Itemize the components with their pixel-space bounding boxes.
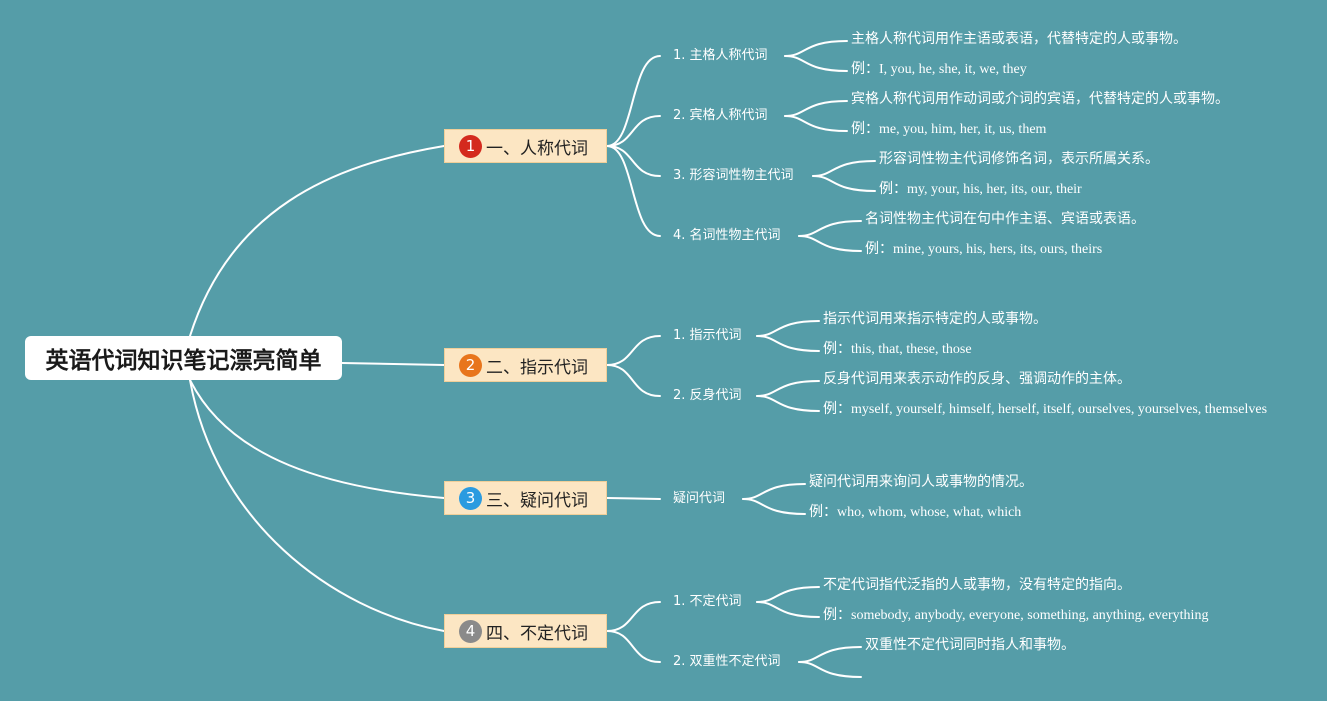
connector-sub-leaf-1: [798, 220, 862, 237]
connector-sub-leaf-1: [742, 483, 806, 500]
subtopic-node[interactable]: 2. 宾格人称代词: [673, 108, 768, 123]
connector-sub-leaf-2: [798, 235, 862, 252]
connector-cat1-sub1: [606, 55, 661, 147]
connector-sub-leaf-1: [756, 380, 820, 397]
connector-sub-leaf-2: [798, 661, 862, 678]
connector-sub-leaf-1: [812, 160, 876, 177]
connector-sub-leaf-2: [756, 601, 820, 618]
category-label: 一、人称代词: [486, 138, 588, 159]
subtopic-node[interactable]: 4. 名词性物主代词: [673, 228, 781, 243]
connector-cat2-sub1: [606, 335, 661, 366]
connector-sub-leaf-2: [742, 498, 806, 515]
leaf-example[interactable]: 例：mine, yours, his, hers, its, ours, the…: [865, 242, 1103, 257]
subtopic-node[interactable]: 1. 主格人称代词: [673, 48, 768, 63]
leaf-example[interactable]: 例：my, your, his, her, its, our, their: [879, 182, 1082, 197]
leaf-description[interactable]: 反身代词用来表示动作的反身、强调动作的主体。: [823, 372, 1131, 387]
category-number-badge: 1: [459, 134, 482, 158]
leaf-description[interactable]: 双重性不定代词同时指人和事物。: [865, 638, 1075, 653]
category-number-badge: 2: [459, 353, 482, 377]
connector-cat1-sub2: [606, 115, 661, 147]
subtopic-node[interactable]: 2. 反身代词: [673, 388, 742, 403]
connector-sub-leaf-1: [756, 320, 820, 337]
leaf-description[interactable]: 疑问代词用来询问人或事物的情况。: [809, 475, 1033, 490]
category-label: 三、疑问代词: [486, 490, 588, 511]
subtopic-node[interactable]: 3. 形容词性物主代词: [673, 168, 794, 183]
connector-sub-leaf-2: [784, 115, 848, 132]
subtopic-node[interactable]: 2. 双重性不定代词: [673, 654, 781, 669]
subtopic-node[interactable]: 1. 指示代词: [673, 328, 742, 343]
leaf-description[interactable]: 指示代词用来指示特定的人或事物。: [823, 312, 1047, 327]
connector-sub-leaf-1: [798, 646, 862, 663]
category-label: 二、指示代词: [486, 357, 588, 378]
leaf-example[interactable]: 例：me, you, him, her, it, us, them: [851, 122, 1047, 137]
connector-root-cat-3: [189, 379, 445, 499]
leaf-description[interactable]: 不定代词指代泛指的人或事物，没有特定的指向。: [823, 578, 1131, 593]
leaf-example[interactable]: 例：who, whom, whose, what, which: [809, 505, 1022, 520]
root-node-title[interactable]: 英语代词知识笔记漂亮简单: [25, 336, 342, 380]
connector-sub-leaf-2: [784, 55, 848, 72]
connector-root-cat-4: [189, 379, 445, 632]
connector-sub-leaf-2: [812, 175, 876, 192]
subtopic-node[interactable]: 1. 不定代词: [673, 594, 742, 609]
connector-sub-leaf-1: [784, 100, 848, 117]
connector-cat3-sub1: [606, 497, 661, 500]
category-number-badge: 3: [459, 486, 482, 510]
connector-cat4-sub1: [606, 601, 661, 632]
connector-sub-leaf-2: [756, 395, 820, 412]
leaf-description[interactable]: 形容词性物主代词修饰名词，表示所属关系。: [879, 152, 1159, 167]
leaf-example[interactable]: 例：somebody, anybody, everyone, something…: [823, 608, 1209, 623]
connector-cat4-sub2: [606, 630, 661, 663]
connector-root-cat-2: [341, 362, 445, 366]
connector-cat1-sub4: [606, 145, 661, 237]
leaf-example[interactable]: 例：myself, yourself, himself, herself, it…: [823, 402, 1268, 417]
category-number-badge: 4: [459, 619, 482, 643]
leaf-description[interactable]: 宾格人称代词用作动词或介词的宾语，代替特定的人或事物。: [851, 92, 1229, 107]
connector-root-cat-1: [189, 145, 445, 337]
connector-cat1-sub3: [606, 145, 661, 177]
leaf-example[interactable]: 例：this, that, these, those: [823, 342, 972, 357]
connector-sub-leaf-2: [756, 335, 820, 352]
connector-cat2-sub2: [606, 364, 661, 397]
connector-sub-leaf-1: [784, 40, 848, 57]
leaf-description[interactable]: 名词性物主代词在句中作主语、宾语或表语。: [865, 212, 1145, 227]
leaf-description[interactable]: 主格人称代词用作主语或表语，代替特定的人或事物。: [851, 32, 1187, 47]
category-label: 四、不定代词: [486, 623, 588, 644]
leaf-example[interactable]: 例：I, you, he, she, it, we, they: [851, 62, 1027, 77]
subtopic-node[interactable]: 疑问代词: [673, 491, 726, 506]
connector-sub-leaf-1: [756, 586, 820, 603]
